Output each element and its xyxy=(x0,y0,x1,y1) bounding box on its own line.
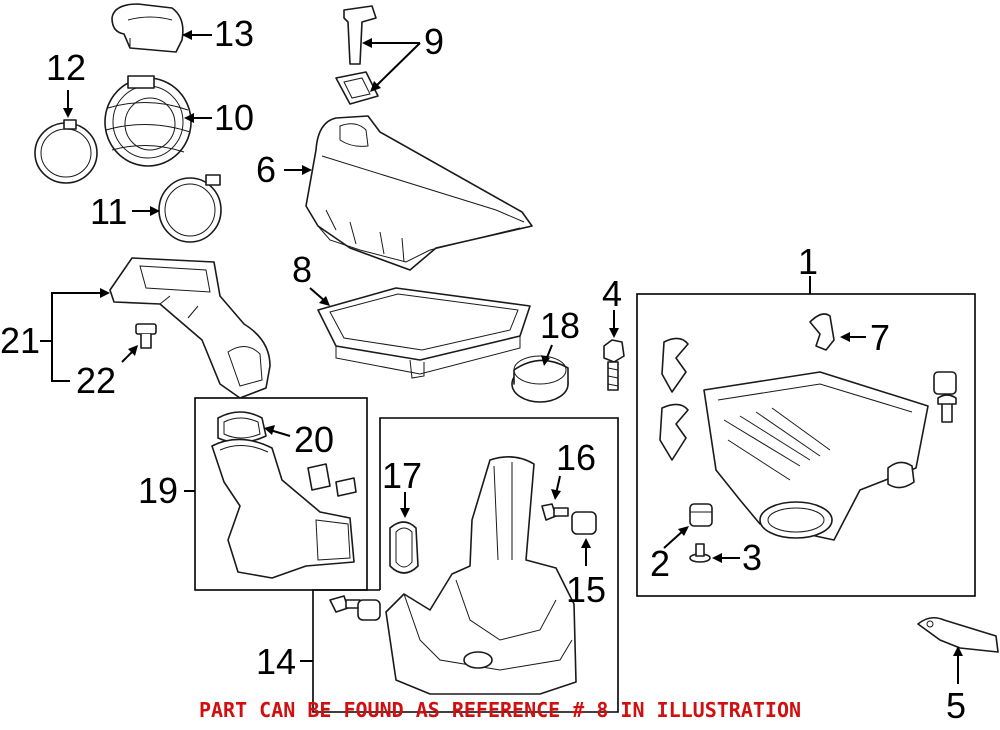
part-2-grommet xyxy=(689,503,713,527)
box-assembly-1 xyxy=(636,293,976,597)
callout-2: 2 xyxy=(650,543,670,584)
part-19-lower-duct xyxy=(211,438,357,579)
callout-10: 10 xyxy=(214,97,254,138)
callout-17: 17 xyxy=(382,455,422,496)
part-9-sensor xyxy=(335,5,379,105)
part-12-clamp xyxy=(34,119,98,184)
callout-22: 22 xyxy=(76,360,116,401)
callout-4: 4 xyxy=(602,273,622,314)
callout-15: 15 xyxy=(566,569,606,610)
part-11-clamp xyxy=(158,174,222,243)
callout-20: 20 xyxy=(294,419,334,460)
part-14-resonator xyxy=(329,456,577,695)
callout-16: 16 xyxy=(556,437,596,478)
callout-11: 11 xyxy=(90,191,127,232)
callout-13: 13 xyxy=(214,13,254,54)
part-17-gasket xyxy=(389,521,419,574)
part-10-intake-tube xyxy=(104,75,192,167)
part-3-screw xyxy=(689,543,711,563)
part-15-grommet xyxy=(571,511,597,535)
callout-5: 5 xyxy=(946,685,966,726)
part-21-intake-duct xyxy=(109,257,271,399)
box-assembly-19 xyxy=(194,397,368,591)
callout-12: 12 xyxy=(46,47,86,88)
callout-labels: 1 2 3 4 5 6 7 8 9 10 11 12 13 14 15 16 1… xyxy=(0,13,966,726)
part-8-air-filter xyxy=(317,287,531,379)
part-1-housing xyxy=(659,337,957,541)
part-6-cover xyxy=(305,115,533,271)
part-13-inlet-cap xyxy=(111,3,184,53)
callout-21: 21 xyxy=(0,320,40,361)
box-assembly-14 xyxy=(312,417,619,713)
callout-14: 14 xyxy=(256,641,296,682)
part-7-clip xyxy=(809,313,835,351)
part-18-seal xyxy=(511,355,569,403)
callout-8: 8 xyxy=(292,249,312,290)
part-22-push-clip xyxy=(135,323,157,349)
callout-18: 18 xyxy=(540,305,580,346)
leader-lines xyxy=(40,30,963,684)
callout-3: 3 xyxy=(742,537,762,578)
part-20-gasket xyxy=(217,411,267,444)
part-4-bolt xyxy=(603,339,625,391)
part-5-bracket xyxy=(917,616,999,653)
callout-1: 1 xyxy=(798,241,818,282)
callout-7: 7 xyxy=(870,317,890,358)
callout-6: 6 xyxy=(256,149,276,190)
reference-note: PART CAN BE FOUND AS REFERENCE # 8 IN IL… xyxy=(198,698,802,722)
callout-19: 19 xyxy=(138,470,178,511)
callout-9: 9 xyxy=(424,21,444,62)
part-16-screw xyxy=(541,503,569,521)
